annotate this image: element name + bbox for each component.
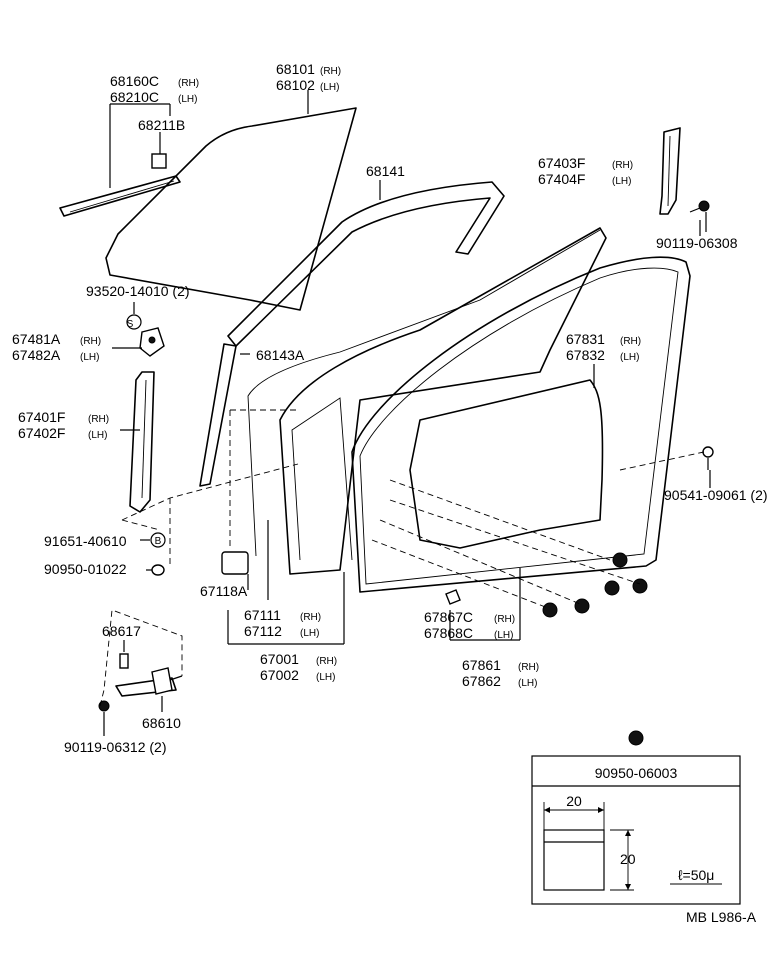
- belt-clip: [151, 153, 167, 169]
- inset-part-number: 90950-06003: [595, 765, 678, 781]
- side-lh: (LH): [300, 628, 319, 639]
- label-67118a: 67118A: [200, 583, 248, 599]
- side-lh: (LH): [612, 176, 631, 187]
- label-rear-sash-rh: 67403F: [538, 155, 585, 171]
- label-reg-lh: 67482A: [12, 347, 61, 363]
- side-rh: (RH): [80, 336, 101, 347]
- rear-sash: [659, 127, 681, 215]
- label-90119-06312: 90119-06312 (2): [64, 739, 166, 755]
- side-lh: (LH): [316, 672, 335, 683]
- label-panel-rh: 67111: [244, 607, 281, 623]
- leader-lines: [103, 90, 711, 736]
- inset-height-dim: 20: [620, 851, 636, 867]
- trim-cover: [409, 379, 604, 549]
- label-ws-clip-rh: 67867C: [424, 609, 473, 625]
- label-glass-rh: 68101: [276, 61, 315, 77]
- door-weatherstrip: [351, 256, 691, 593]
- bolt-90119-06312: [98, 700, 110, 712]
- s-callout: [126, 314, 142, 330]
- side-lh: (LH): [88, 430, 107, 441]
- side-rh: (RH): [620, 336, 641, 347]
- glass-run: [227, 181, 505, 347]
- diagram-code: MB L986-A: [686, 909, 757, 925]
- label-91651: 91651-40610: [44, 533, 127, 549]
- label-door-lh: 67002: [260, 667, 299, 683]
- label-68141: 68141: [366, 163, 405, 179]
- side-rh: (RH): [494, 614, 515, 625]
- label-ws-clip-lh: 67868C: [424, 625, 473, 641]
- label-68143a: 68143A: [256, 347, 305, 363]
- hole-cover: [221, 551, 249, 575]
- label-rear-sash-lh: 67404F: [538, 171, 585, 187]
- part-labels: 68101 (RH) 68102 (LH) 68160C (RH) 68210C…: [12, 61, 768, 755]
- front-sash: [129, 371, 155, 513]
- bolt-90119-06308: [689, 200, 710, 232]
- label-door-rh: 67001: [260, 651, 299, 667]
- label-90541: 90541-09061 (2): [664, 487, 768, 503]
- inset-width-dim: 20: [566, 793, 582, 809]
- side-lh: (LH): [320, 82, 339, 93]
- label-68211b: 68211B: [138, 117, 185, 133]
- clip-90541: [702, 446, 714, 470]
- glass-run-front: [199, 343, 237, 487]
- side-lh: (LH): [80, 352, 99, 363]
- side-rh: (RH): [518, 662, 539, 673]
- label-68610: 68610: [142, 715, 181, 731]
- label-panel-lh: 67112: [244, 623, 282, 639]
- label-belt-rh: 68160C: [110, 73, 159, 89]
- side-rh: (RH): [316, 656, 337, 667]
- regulator-bracket: [139, 327, 165, 357]
- inset-box: 90950-06003 20 20 ℓ=50μ: [531, 755, 741, 905]
- pin-68617: [119, 653, 129, 669]
- inset-thickness-note: ℓ=50μ: [678, 867, 714, 883]
- b-callout: [150, 532, 166, 548]
- side-lh: (LH): [178, 94, 197, 105]
- inset-tape-square: [543, 829, 605, 891]
- label-90119-06308: 90119-06308: [656, 235, 738, 251]
- label-68617: 68617: [102, 623, 141, 639]
- label-cover-rh: 67831: [566, 331, 605, 347]
- side-rh: (RH): [178, 78, 199, 89]
- clip-67867c: [445, 589, 461, 605]
- side-rh: (RH): [88, 414, 109, 425]
- door-check: [115, 667, 183, 697]
- side-rh: (RH): [320, 66, 341, 77]
- side-lh: (LH): [494, 630, 513, 641]
- side-lh: (LH): [620, 352, 639, 363]
- door-panel: [279, 227, 607, 575]
- label-front-sash-lh: 67402F: [18, 425, 65, 441]
- label-90950-01022: 90950-01022: [44, 561, 127, 577]
- b-callout-text: B: [155, 536, 162, 547]
- belt-moulding: [59, 175, 181, 217]
- label-front-sash-rh: 67401F: [18, 409, 65, 425]
- dashed-guide-lines: [99, 409, 705, 707]
- side-rh: (RH): [300, 612, 321, 623]
- label-ws-rh: 67861: [462, 657, 501, 673]
- s-callout-text: S: [127, 319, 134, 330]
- plug-90950-01022: [151, 564, 165, 576]
- label-glass-lh: 68102: [276, 77, 315, 93]
- weatherstrip-clips: [542, 552, 648, 746]
- door-glass: [105, 107, 357, 311]
- label-ws-lh: 67862: [462, 673, 501, 689]
- side-rh: (RH): [612, 160, 633, 171]
- label-reg-rh: 67481A: [12, 331, 61, 347]
- label-93520: 93520-14010 (2): [86, 283, 190, 299]
- label-belt-lh: 68210C: [110, 89, 159, 105]
- side-lh: (LH): [518, 678, 537, 689]
- label-cover-lh: 67832: [566, 347, 605, 363]
